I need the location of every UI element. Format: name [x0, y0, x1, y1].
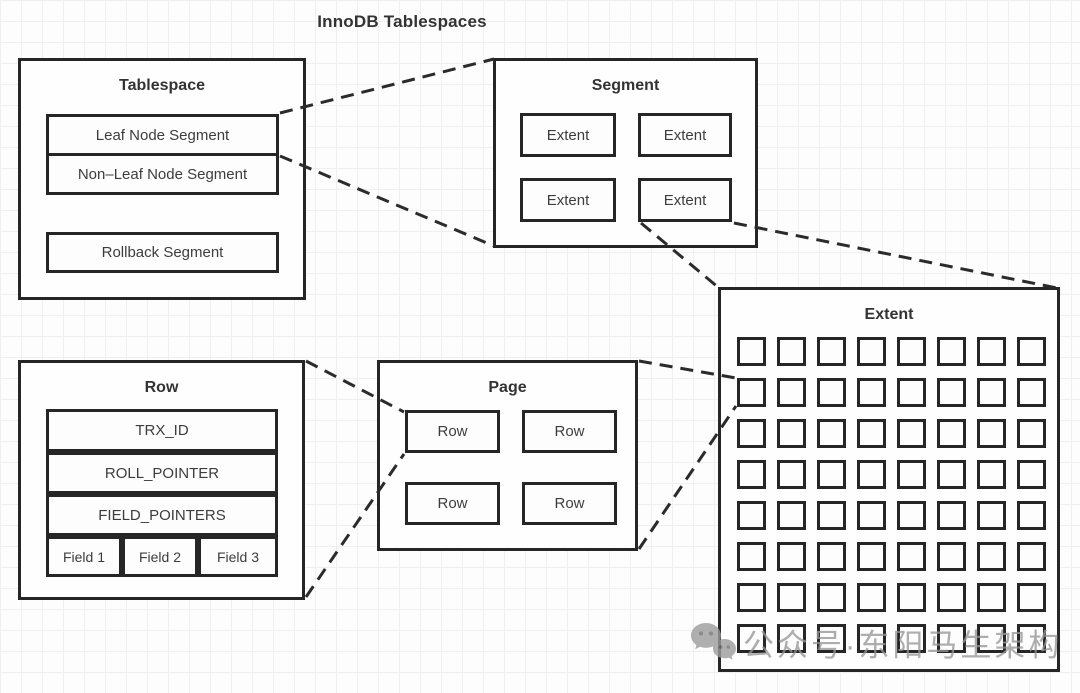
extent-page-cell	[977, 542, 1006, 571]
extent-page-cell	[897, 378, 926, 407]
extent-page-cell	[737, 460, 766, 489]
connector-leaf-to-segment-bottom	[279, 154, 495, 248]
field-pointers-cell: FIELD_POINTERS	[46, 494, 278, 536]
extent-page-cell	[777, 337, 806, 366]
extent-page-cell	[1017, 460, 1046, 489]
extent-page-cell	[737, 583, 766, 612]
extent-page-cell	[777, 378, 806, 407]
extent-page-cell	[1017, 378, 1046, 407]
diagram-title: InnoDB Tablespaces	[317, 12, 487, 31]
extent-page-cell	[817, 542, 846, 571]
extent-page-grid	[737, 337, 1046, 653]
page-row-cell: Row	[522, 410, 617, 453]
extent-page-cell	[937, 542, 966, 571]
leaf-node-segment-cell: Leaf Node Segment	[46, 114, 279, 156]
extent-page-cell	[1017, 419, 1046, 448]
extent-page-cell	[1017, 542, 1046, 571]
extent-page-cell	[897, 337, 926, 366]
connector-leaf-to-segment-top	[279, 57, 495, 115]
segment-extent-cell: Extent	[520, 113, 616, 157]
extent-page-cell	[937, 583, 966, 612]
segment-title: Segment	[591, 77, 660, 94]
page-row-cell: Row	[405, 482, 500, 525]
extent-page-cell	[857, 542, 886, 571]
extent-page-cell	[897, 624, 926, 653]
tablespace-box: Tablespace Leaf Node Segment Non–Leaf No…	[18, 58, 306, 300]
extent-page-cell	[857, 583, 886, 612]
extent-page-cell	[777, 542, 806, 571]
extent-page-cell	[937, 378, 966, 407]
extent-page-cell	[777, 460, 806, 489]
extent-page-cell	[737, 501, 766, 530]
extent-page-cell	[897, 419, 926, 448]
extent-page-cell	[777, 624, 806, 653]
extent-page-cell	[857, 419, 886, 448]
extent-page-cell	[817, 337, 846, 366]
segment-extent-cell: Extent	[638, 113, 732, 157]
field-1-cell: Field 1	[46, 536, 122, 577]
row-title: Row	[144, 379, 179, 396]
extent-page-cell	[937, 419, 966, 448]
extent-page-cell	[817, 378, 846, 407]
extent-title: Extent	[864, 306, 914, 323]
extent-page-cell	[937, 501, 966, 530]
rollback-segment-cell: Rollback Segment	[46, 232, 279, 273]
extent-page-cell	[857, 501, 886, 530]
extent-page-cell	[897, 460, 926, 489]
page-row-cell: Row	[522, 482, 617, 525]
extent-page-cell	[857, 337, 886, 366]
trx-id-cell: TRX_ID	[46, 409, 278, 452]
extent-page-cell	[737, 378, 766, 407]
extent-page-cell	[857, 378, 886, 407]
extent-page-cell	[977, 624, 1006, 653]
extent-page-cell	[777, 583, 806, 612]
extent-page-cell	[977, 378, 1006, 407]
extent-page-cell	[817, 583, 846, 612]
non-leaf-node-segment-cell: Non–Leaf Node Segment	[46, 153, 279, 195]
extent-page-cell	[817, 501, 846, 530]
segment-box: Segment Extent Extent Extent Extent	[493, 58, 758, 248]
extent-page-cell	[977, 460, 1006, 489]
extent-page-cell	[1017, 583, 1046, 612]
extent-page-cell	[777, 419, 806, 448]
extent-page-cell	[977, 583, 1006, 612]
roll-pointer-cell: ROLL_POINTER	[46, 452, 278, 494]
extent-page-cell	[937, 337, 966, 366]
extent-page-cell	[857, 460, 886, 489]
extent-page-cell	[817, 624, 846, 653]
connector-extent-to-extentbox-right	[733, 221, 1058, 290]
segment-extent-cell: Extent	[638, 178, 732, 222]
extent-page-cell	[897, 501, 926, 530]
extent-page-cell	[1017, 337, 1046, 366]
extent-page-cell	[977, 337, 1006, 366]
page-row-cell: Row	[405, 410, 500, 453]
extent-page-cell	[777, 501, 806, 530]
field-2-cell: Field 2	[122, 536, 198, 577]
extent-page-cell	[937, 460, 966, 489]
field-3-cell: Field 3	[198, 536, 278, 577]
extent-page-cell	[1017, 624, 1046, 653]
extent-page-cell	[897, 583, 926, 612]
extent-page-cell	[857, 624, 886, 653]
tablespace-title: Tablespace	[119, 77, 205, 94]
extent-page-cell	[937, 624, 966, 653]
extent-box: Extent	[718, 287, 1060, 672]
extent-page-cell	[737, 337, 766, 366]
extent-page-cell	[977, 501, 1006, 530]
segment-extent-cell: Extent	[520, 178, 616, 222]
row-box: Row TRX_ID ROLL_POINTER FIELD_POINTERS F…	[18, 360, 305, 600]
page-title: Page	[488, 379, 527, 396]
extent-page-cell	[737, 624, 766, 653]
extent-page-cell	[897, 542, 926, 571]
page-box: Page Row Row Row Row	[377, 360, 638, 551]
extent-page-cell	[977, 419, 1006, 448]
extent-page-cell	[817, 419, 846, 448]
extent-page-cell	[737, 419, 766, 448]
extent-page-cell	[817, 460, 846, 489]
extent-page-cell	[1017, 501, 1046, 530]
extent-page-cell	[737, 542, 766, 571]
